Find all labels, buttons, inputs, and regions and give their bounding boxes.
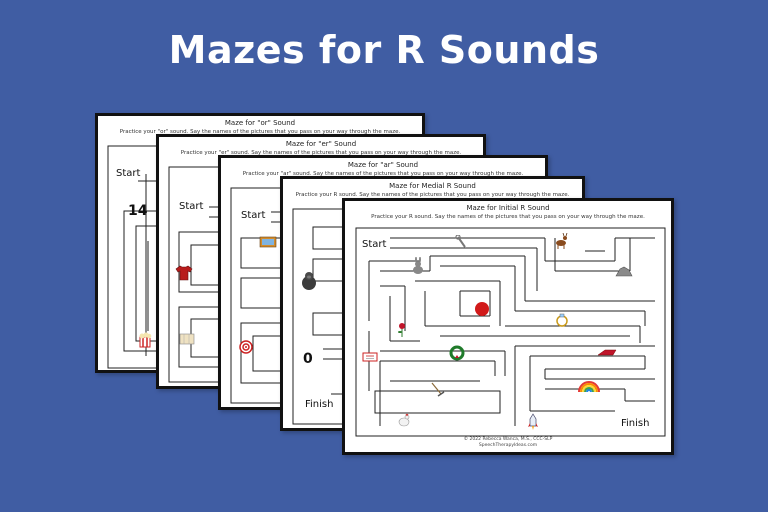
maze-start-label: Start (179, 201, 204, 212)
worksheet-title: Maze for Initial R Sound (466, 204, 550, 212)
gorilla-icon (302, 272, 316, 290)
worksheet-instructions: Practice your "er" sound. Say the names … (180, 150, 462, 156)
maze-start-label: Start (241, 210, 266, 221)
ring-icon (556, 313, 568, 327)
wreath-icon (449, 345, 465, 361)
picture-icon (259, 236, 277, 248)
rose-icon (398, 323, 405, 337)
maze-number: 14 (128, 203, 148, 219)
worksheet-title: Maze for "or" Sound (224, 119, 296, 127)
rooster-icon (398, 413, 410, 427)
maze-lines (355, 227, 666, 437)
rabbit-icon (413, 257, 423, 274)
wrench-icon (455, 235, 466, 248)
worksheet-initial-r-sound: Maze for Initial R Sound Practice your R… (342, 198, 674, 455)
red-circle-icon (475, 302, 489, 316)
maze-start-label: Start (116, 168, 141, 179)
roof-icon (597, 349, 617, 356)
target-icon (239, 340, 253, 354)
worksheet-instructions: Practice your "or" sound. Say the names … (119, 129, 401, 135)
footer-copyright: © 2022 Rebecca Wanca, M.S., CCC-SLP (463, 437, 553, 442)
worksheet-instructions: Practice your "ar" sound. Say the names … (242, 171, 524, 177)
worksheet-instructions: Practice your R sound. Say the names of … (371, 214, 645, 220)
page-heading: Mazes for R Sounds (168, 28, 600, 72)
map-icon (179, 333, 195, 345)
rake-icon (431, 382, 445, 397)
shirt-icon (175, 265, 193, 281)
rock-icon (615, 266, 633, 277)
deer-icon (556, 233, 568, 249)
worksheet-title: Maze for Medial R Sound (389, 182, 476, 190)
footer-website: SpeechTherapyIdeas.com (478, 443, 538, 448)
worksheet-title: Maze for "er" Sound (285, 140, 357, 148)
maze-number: 0 (303, 351, 313, 367)
maze-finish-label: Finish (621, 418, 650, 429)
rainbow-icon (578, 381, 600, 393)
sign-icon (362, 352, 378, 362)
worksheet-title: Maze for "ar" Sound (347, 161, 419, 169)
popcorn-icon (139, 332, 152, 348)
worksheet-footer: © 2022 Rebecca Wanca, M.S., CCC-SLP Spee… (345, 437, 671, 449)
maze-start-label: Start (362, 239, 387, 250)
rocket-icon (528, 413, 538, 430)
worksheet-instructions: Practice your R sound. Say the names of … (295, 192, 570, 198)
maze-finish-label: Finish (305, 399, 334, 410)
